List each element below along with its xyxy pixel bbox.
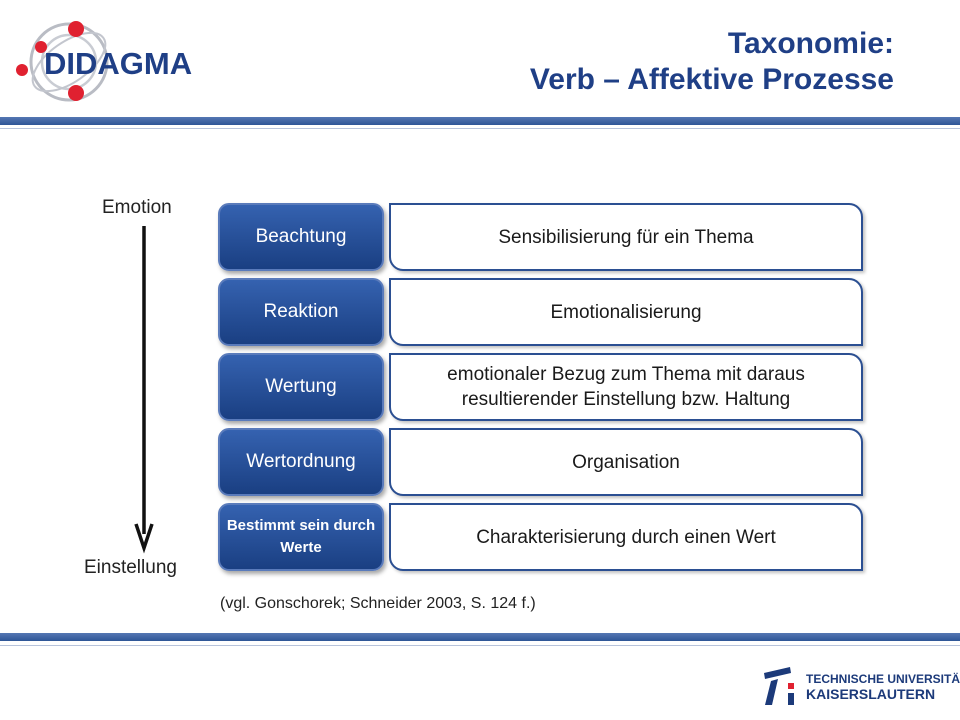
axis-end-label: Einstellung xyxy=(84,557,177,578)
didagma-logo-graphic: DIDAGMA xyxy=(16,21,192,102)
level-label-wertordnung: Wertordnung xyxy=(218,428,384,496)
logo-text: DIDAGMA xyxy=(44,46,192,81)
title-line-1: Taxonomie: xyxy=(727,27,894,60)
footer-divider-bar xyxy=(0,633,960,641)
title-line-2: Verb – Affektive Prozesse xyxy=(529,63,894,96)
axis-start-label: Emotion xyxy=(102,197,172,218)
level-label-bestimmt-sein: Bestimmt sein durch Werte xyxy=(218,503,384,571)
citation: (vgl. Gonschorek; Schneider 2003, S. 124… xyxy=(220,595,536,612)
level-label-wertung: Wertung xyxy=(218,353,384,421)
level-description-beachtung: Sensibilisierung für ein Thema xyxy=(389,203,863,271)
level-description-bestimmt-sein: Charakterisierung durch einen Wert xyxy=(389,503,863,571)
page-title: Taxonomie: Verb – Affektive Prozesse xyxy=(530,26,894,98)
arrow-down-icon xyxy=(134,226,154,554)
level-description-wertung: emotionaler Bezug zum Thema mit daraus r… xyxy=(389,353,863,421)
university-name-line-1: TECHNISCHE UNIVERSITÄT xyxy=(806,672,960,686)
didagma-logo: DIDAGMA xyxy=(14,14,219,109)
footer-divider-rule xyxy=(0,645,960,646)
level-description-wertordnung: Organisation xyxy=(389,428,863,496)
level-label-beachtung: Beachtung xyxy=(218,203,384,271)
header-divider-rule xyxy=(0,128,960,129)
university-name-line-2: KAISERSLAUTERN xyxy=(806,686,936,702)
header-divider-bar xyxy=(0,117,960,125)
level-label-reaktion: Reaktion xyxy=(218,278,384,346)
level-description-reaktion: Emotionalisierung xyxy=(389,278,863,346)
university-logo: TECHNISCHE UNIVERSITÄT KAISERSLAUTERN xyxy=(758,663,960,709)
tu-logo-icon xyxy=(764,667,794,705)
